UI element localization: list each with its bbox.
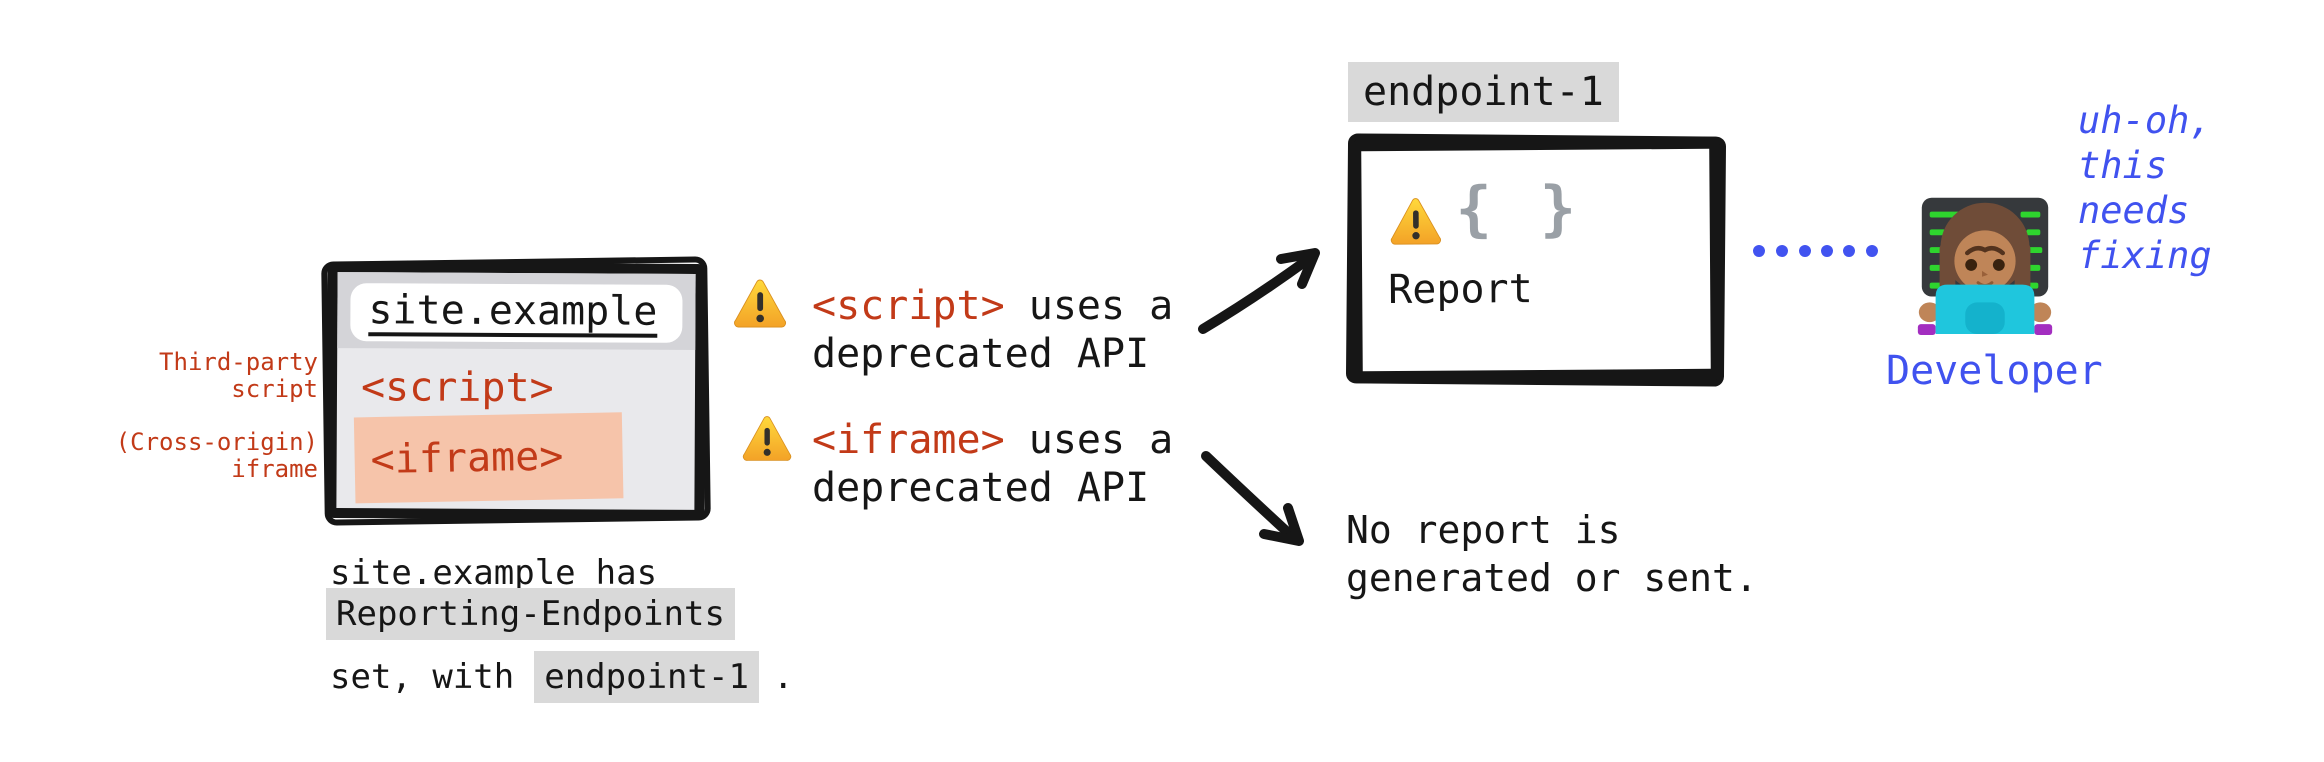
third-party-script-label: Third-party script [58, 349, 318, 403]
eyebrows [1965, 245, 2005, 256]
developer-label: Developer [1886, 348, 2103, 394]
warning-icon [734, 279, 786, 328]
endpoint-label-chip: endpoint-1 [1348, 62, 1619, 122]
nose [1982, 270, 1988, 277]
warning-rest: uses a [1004, 283, 1174, 329]
iframe-element-label: <iframe> [370, 433, 564, 484]
address-text: site.example [368, 287, 658, 338]
no-report-line: No report is [1346, 508, 1621, 552]
cross-origin-iframe-label: (Cross-origin) iframe [58, 429, 318, 483]
warning-script-tag: <script> [812, 283, 1005, 329]
hair-side [1939, 241, 1956, 293]
hand [2029, 302, 2052, 323]
caption-has: has [595, 553, 658, 593]
thought-line: uh-oh, [2078, 99, 2212, 142]
face [1954, 230, 2016, 292]
reporting-endpoints-chip: Reporting-Endpoints [326, 588, 735, 640]
endpoint-box: { } Report [1349, 136, 1723, 384]
warning-line: <iframe> uses a [812, 416, 1173, 464]
warning-icon [742, 416, 792, 461]
thought-line: this [2078, 144, 2168, 187]
eye [1992, 258, 2005, 271]
thought-line: needs [2078, 189, 2190, 232]
report-label: Report [1388, 266, 1533, 314]
warning-icon [1390, 198, 1441, 245]
warning-line: deprecated API [812, 465, 1150, 511]
no-report-arrow [1201, 451, 1304, 546]
caption-period: . [772, 657, 794, 697]
iframe-warning-text: <iframe> uses a deprecated API [812, 416, 1173, 512]
thought-line: fixing [2078, 234, 2212, 277]
label-line: Third-party [159, 348, 318, 376]
caption-line-1: site.example has [330, 551, 658, 598]
sleeve-cuff [1917, 324, 1936, 336]
endpoint-1-chip: endpoint-1 [534, 651, 759, 703]
no-report-text: No report is generated or sent. [1346, 506, 1758, 602]
eye [1965, 258, 1978, 271]
browser-window: site.example <script> <iframe> [326, 262, 706, 520]
label-line: (Cross-origin) [115, 428, 318, 456]
label-line: script [231, 375, 318, 403]
script-element-label: <script> [360, 364, 554, 412]
laptop-shade [1965, 302, 2005, 335]
sleeve-cuff [2034, 324, 2053, 336]
caption-site-name: site.example [330, 553, 576, 598]
developer-emoji [1917, 197, 2053, 336]
warning-line: deprecated API [812, 331, 1150, 377]
iframe-highlight: <iframe> [353, 412, 624, 504]
script-warning-text: <script> uses a deprecated API [812, 282, 1173, 378]
developer-thought: uh-oh, this needs fixing [2078, 98, 2212, 278]
caption-line-2: Reporting-Endpoints [326, 588, 735, 640]
address-bar: site.example [350, 283, 683, 343]
label-line: iframe [231, 455, 318, 483]
warning-line: <script> uses a [812, 282, 1173, 330]
warning-rest: uses a [1004, 417, 1174, 463]
caption-set-with: set, with [330, 657, 515, 697]
browser-chrome: site.example [337, 272, 696, 350]
report-arrow [1198, 248, 1320, 334]
warning-iframe-tag: <iframe> [812, 417, 1005, 463]
json-braces-icon: { } [1455, 173, 1583, 245]
dotted-connector [1753, 245, 1878, 257]
hand [1918, 302, 1941, 323]
no-report-line: generated or sent. [1346, 556, 1758, 600]
caption-line-3: set, with endpoint-1. [330, 651, 794, 703]
hair-side [2014, 241, 2031, 293]
